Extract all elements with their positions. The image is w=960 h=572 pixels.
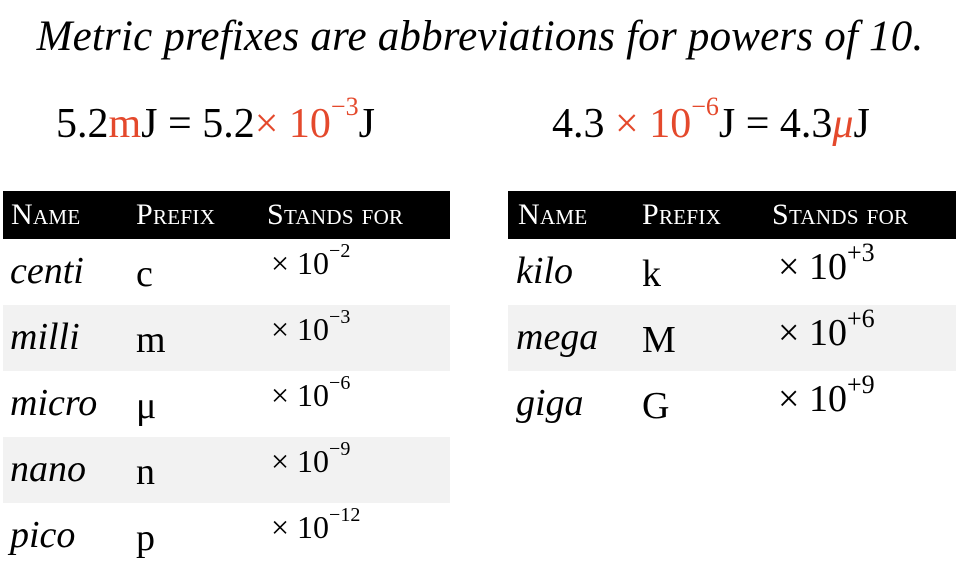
eq-right-prefix: μ [832,101,854,147]
eq-left-times: × [254,101,279,147]
prefix-symbol: μ [136,385,157,427]
eq-right-equals: = [745,101,770,147]
prefix-value: × 10+9 [778,370,875,421]
eq-right-number2: 4.3 [779,101,833,147]
table-row: giga G × 10+9 [508,371,956,437]
table-row: kilo k × 10+3 [508,239,956,305]
prefix-value: × 10−3 [271,306,351,347]
prefix-name: giga [516,382,584,424]
header-name: Name [11,198,81,231]
equation-right: 4.3 × 10−6J = 4.3μJ [552,94,870,148]
eq-left-exponent: −3 [330,92,359,121]
prefix-symbol: p [136,517,155,559]
table-header: Name Prefix Stands for [3,191,450,239]
eq-left-number: 5.2 [56,101,109,147]
prefix-symbol: n [136,451,155,493]
eq-left-base: 10 [288,101,331,147]
header-prefix: Prefix [642,198,722,231]
page-title: Metric prefixes are abbreviations for po… [36,13,924,60]
eq-left-unit: J [141,101,158,147]
prefix-value: × 10−9 [271,438,351,479]
eq-right-number: 4.3 [552,101,605,147]
table-header: Name Prefix Stands for [508,191,956,239]
header-prefix: Prefix [136,198,216,231]
eq-left-equals: = [168,101,192,147]
prefix-name: milli [10,316,80,358]
prefix-value: × 10−6 [271,372,351,413]
prefix-symbol: c [136,253,153,295]
prefix-symbol: G [642,385,670,427]
prefix-value: × 10+6 [778,304,875,355]
table-row: centi c × 10−2 [3,239,450,305]
eq-right-unit: J [718,101,736,147]
prefix-name: mega [516,316,599,358]
table-row: pico p × 10−12 [3,503,450,569]
prefix-name: kilo [516,250,573,292]
prefix-value: × 10+3 [778,238,875,289]
eq-left-number2: 5.2 [202,101,255,147]
prefix-value: × 10−2 [271,240,351,281]
header-stands-for: Stands for [267,198,404,231]
prefix-table-large: Name Prefix Stands for kilo k × 10+3 meg… [508,191,956,437]
prefix-value: × 10−12 [271,504,361,545]
eq-right-times: × [615,101,639,147]
prefix-name: centi [10,250,84,292]
prefix-table-small: Name Prefix Stands for centi c × 10−2 mi… [3,191,450,569]
eq-left-prefix: m [108,101,142,147]
header-name: Name [518,198,588,231]
prefix-symbol: k [642,253,661,295]
table-row: mega M × 10+6 [508,305,956,371]
header-stands-for: Stands for [772,198,909,231]
table-row: micro μ × 10−6 [3,371,450,437]
prefix-name: micro [10,382,98,424]
eq-right-unit2: J [853,101,870,147]
eq-left-unit2: J [358,101,375,147]
prefix-name: nano [10,448,86,490]
prefix-symbol: M [642,319,676,361]
eq-right-base: 10 [649,101,692,147]
table-row: nano n × 10−9 [3,437,450,503]
equation-left: 5.2mJ = 5.2× 10−3J [56,94,375,148]
eq-right-exponent: −6 [691,92,719,121]
prefix-name: pico [10,514,76,556]
table-row: milli m × 10−3 [3,305,450,371]
prefix-symbol: m [136,319,166,361]
